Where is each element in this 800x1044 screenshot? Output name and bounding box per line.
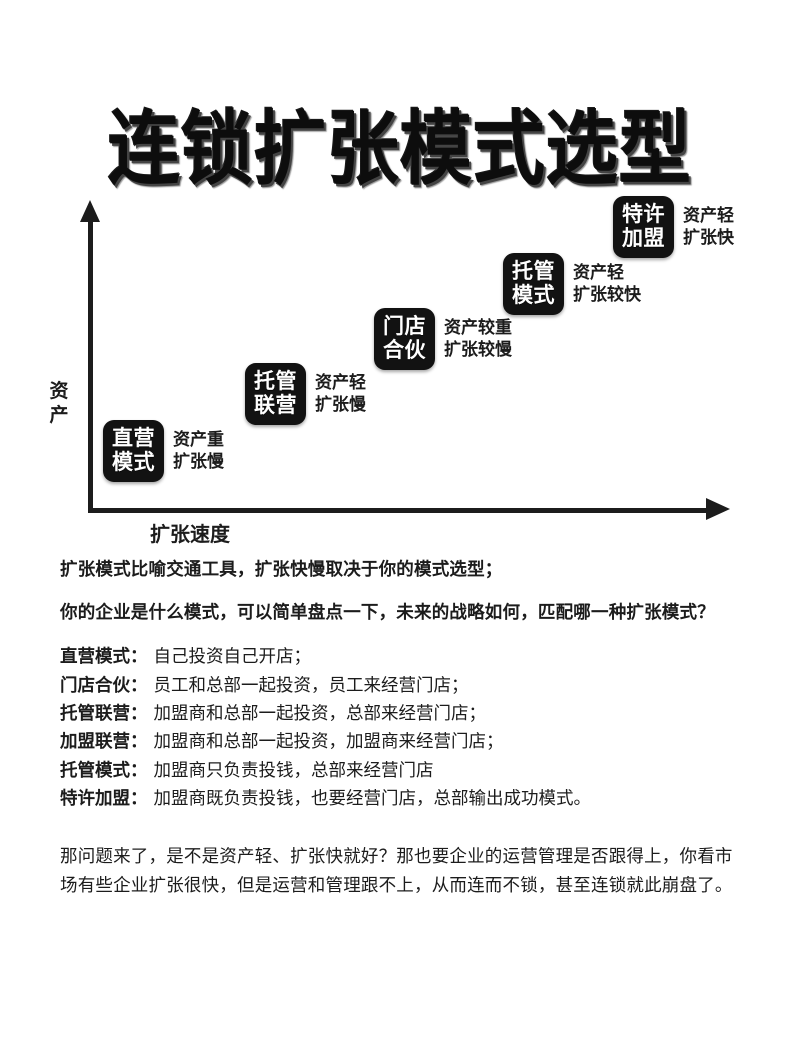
step-4-note: 资产轻 扩张较快 [573,262,641,307]
definition-row-1: 直营模式 ： 自己投资自己开店； [60,642,750,670]
step-3-note-line-1: 资产较重 [444,317,512,337]
step-5-note-line-1: 资产轻 [683,205,734,225]
step-1-note-line-2: 扩张慢 [173,452,224,472]
y-axis-label: 资 产 [46,380,72,428]
step-3-box-line-2: 合伙 [383,338,426,362]
step-5-box: 特许 加盟 [613,196,674,259]
definition-desc-4: 加盟商和总部一起投资，加盟商来经营门店； [153,731,504,752]
step-4-note-line-2: 扩张较快 [573,285,641,305]
y-axis-label-char-2: 产 [49,404,69,426]
chart-step-5: 特许 加盟 资产轻 扩张快 [613,196,734,259]
step-5-box-line-2: 加盟 [622,226,665,250]
definition-desc-6: 加盟商既负责投钱，也要经营门店，总部输出成功模式。 [153,787,592,808]
definition-desc-3: 加盟商和总部一起投资，总部来经营门店； [153,702,487,723]
step-4-box: 托管 模式 [503,253,564,316]
step-4-box-line-1: 托管 [512,260,555,283]
chart-step-2: 托管 联营 资产轻 扩张慢 [245,363,366,426]
step-2-box-line-2: 联营 [254,393,297,417]
step-3-box: 门店 合伙 [374,308,435,371]
definition-desc-1: 自己投资自己开店； [153,646,312,667]
step-4-box-line-2: 模式 [512,283,555,307]
definition-colon-4: ： [130,731,148,752]
definition-colon-2: ： [130,674,148,695]
expansion-model-chart: 资 产 扩张速度 直营 模式 资产重 扩张慢 托管 联营 资产轻 扩张慢 门店 … [0,180,800,550]
chart-step-4: 托管 模式 资产轻 扩张较快 [503,253,641,316]
step-4-note-line-1: 资产轻 [573,262,624,282]
step-1-box: 直营 模式 [103,420,164,483]
definition-term-4: 加盟联营 [60,731,130,752]
definition-list: 直营模式 ： 自己投资自己开店； 门店合伙 ： 员工和总部一起投资，员工来经营门… [60,642,750,812]
definition-term-2: 门店合伙 [60,674,130,695]
definition-row-6: 特许加盟 ： 加盟商既负责投钱，也要经营门店，总部输出成功模式。 [60,784,750,812]
definition-row-5: 托管模式 ： 加盟商只负责投钱，总部来经营门店 [60,756,750,784]
page-title-wrap: 连锁扩张模式选型 [0,62,800,230]
y-axis-label-char-1: 资 [49,381,69,402]
step-5-note: 资产轻 扩张快 [683,205,734,250]
definition-desc-2: 员工和总部一起投资，员工来经营门店； [153,674,469,695]
closing-paragraph: 那问题来了，是不是资产轻、扩张快就好？那也要企业的运营管理是否跟得上，你看市场有… [60,846,733,895]
definition-colon-3: ： [130,702,148,723]
definition-colon-1: ： [130,646,148,667]
chart-step-3: 门店 合伙 资产较重 扩张较慢 [374,308,512,371]
definition-term-3: 托管联营 [60,702,130,723]
lead-paragraph-1: 扩张模式比喻交通工具，扩张快慢取决于你的模式选型； [60,559,503,579]
definition-colon-5: ： [130,759,148,780]
definition-desc-5: 加盟商只负责投钱，总部来经营门店 [153,759,434,780]
y-axis-arrowhead-icon [80,200,100,222]
step-2-note: 资产轻 扩张慢 [315,372,366,417]
definition-term-6: 特许加盟 [60,787,130,808]
lead-paragraph-2: 你的企业是什么模式，可以简单盘点一下，未来的战略如何，匹配哪一种扩张模式？ [60,602,715,623]
step-1-box-line-1: 直营 [112,427,155,450]
step-1-note: 资产重 扩张慢 [173,429,224,474]
step-1-note-line-1: 资产重 [173,429,224,449]
definition-term-5: 托管模式 [60,759,130,780]
step-5-box-line-1: 特许 [622,203,665,226]
step-2-note-line-2: 扩张慢 [315,395,366,415]
x-axis-label: 扩张速度 [150,524,230,546]
article-body: 扩张模式比喻交通工具，扩张快慢取决于你的模式选型； 你的企业是什么模式，可以简单… [60,556,750,899]
step-2-box: 托管 联营 [245,363,306,426]
definition-colon-6: ： [130,787,148,808]
y-axis-line [88,218,93,513]
page-title: 连锁扩张模式选型 [107,105,692,196]
step-3-note: 资产较重 扩张较慢 [444,317,512,362]
step-2-note-line-1: 资产轻 [315,372,366,392]
definition-row-3: 托管联营 ： 加盟商和总部一起投资，总部来经营门店； [60,699,750,727]
step-2-box-line-1: 托管 [254,370,297,393]
chart-step-1: 直营 模式 资产重 扩张慢 [103,420,224,483]
definition-row-2: 门店合伙 ： 员工和总部一起投资，员工来经营门店； [60,671,750,699]
x-axis-arrowhead-icon [706,498,730,520]
step-5-note-line-2: 扩张快 [683,228,734,248]
definition-term-1: 直营模式 [60,646,130,667]
step-3-box-line-1: 门店 [383,315,426,338]
definition-row-4: 加盟联营 ： 加盟商和总部一起投资，加盟商来经营门店； [60,727,750,755]
step-1-box-line-2: 模式 [112,450,155,474]
step-3-note-line-2: 扩张较慢 [444,340,512,360]
x-axis-line [88,508,710,513]
